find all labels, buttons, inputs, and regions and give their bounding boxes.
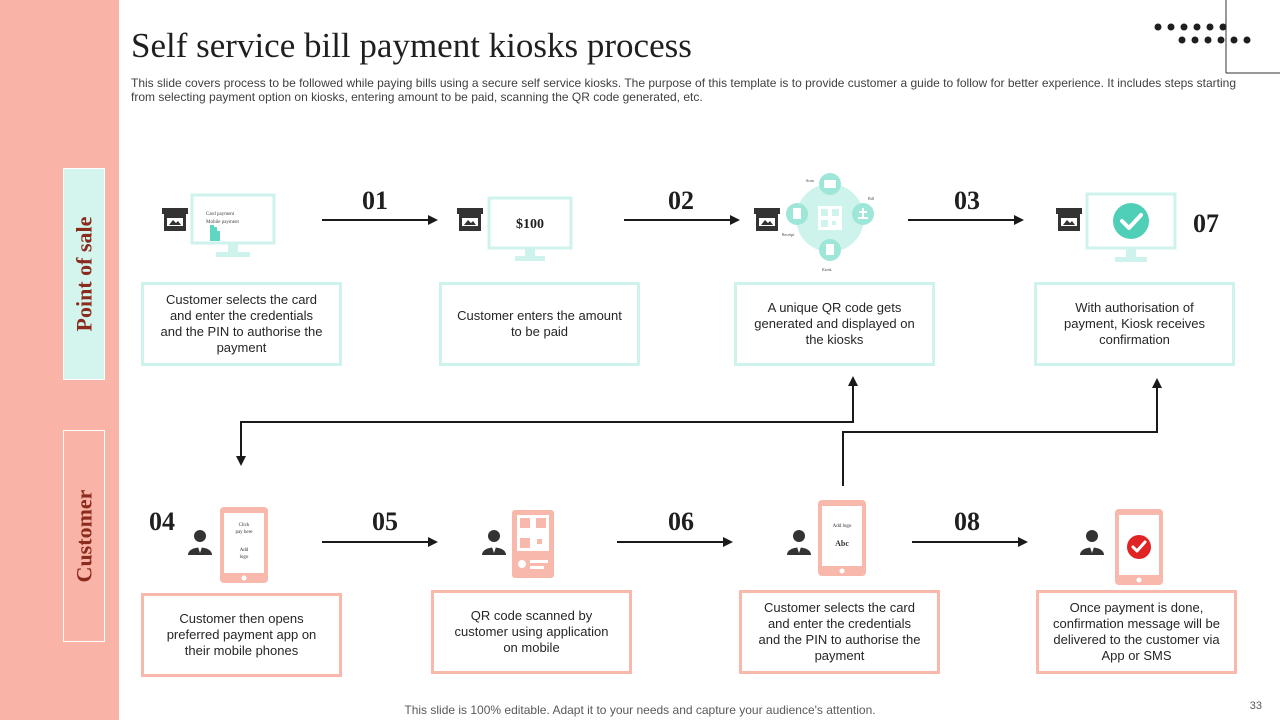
lane-label-customer: Customer: [63, 430, 105, 642]
mobile-payment-text: Mobile payment: [206, 220, 240, 225]
card-payment-text: Card payment: [206, 212, 235, 217]
step-number-01: 01: [362, 186, 388, 215]
customer-step-box-3: Customer selects the card and enter the …: [739, 590, 940, 674]
decorative-dots-icon: [1154, 0, 1280, 74]
mobile-app-phone-icon: Click pay here Add logo: [220, 507, 268, 583]
customer-step-box-2: QR code scanned by customer using applic…: [431, 590, 632, 674]
payment-app-phone-icon: Add logo Abc: [818, 500, 866, 576]
pos-step-box-4: With authorisation of payment, Kiosk rec…: [1034, 282, 1235, 366]
page-number: 33: [1249, 700, 1262, 712]
qr-scan-phone-icon: [512, 510, 554, 578]
step-number-05: 05: [372, 507, 398, 536]
phone1-line1: Click: [239, 523, 250, 528]
user-icon: [1080, 530, 1104, 555]
phone3-line1: Add logo: [833, 524, 852, 529]
kiosk-monitor-amount-icon: $100: [487, 196, 573, 261]
qr-bottom-text: Kiosk: [822, 267, 832, 272]
pos-step-box-3: A unique QR code gets generated and disp…: [734, 282, 935, 366]
kiosk-monitor-payment-option-icon: Card payment Mobile payment: [190, 193, 276, 257]
connector-cust3-to-pos4: [842, 378, 1162, 486]
qr-right-text: Bill: [868, 196, 875, 201]
customer-step-box-4: Once payment is done, confirmation messa…: [1036, 590, 1237, 674]
qr-code-cluster-icon: Scan Bill Receipt Kiosk: [782, 173, 875, 272]
user-icon: [188, 530, 212, 555]
connector-pos3-to-cust1: [236, 380, 854, 466]
amount-text: $100: [516, 217, 544, 232]
page-title: Self service bill payment kiosks process: [131, 26, 692, 65]
phone1-line4: logo: [240, 555, 249, 560]
store-icon: [1056, 208, 1082, 231]
step-number-03: 03: [954, 186, 980, 215]
phone1-line2: pay here: [235, 530, 253, 535]
confirmation-phone-icon: [1115, 509, 1163, 585]
store-icon: [457, 208, 483, 231]
step-number-06: 06: [668, 507, 694, 536]
pos-step-box-1: Customer selects the card and enter the …: [141, 282, 342, 366]
customer-step-box-1: Customer then opens preferred payment ap…: [141, 593, 342, 677]
store-icon: [162, 208, 188, 231]
step-number-04: 04: [149, 507, 175, 536]
step-number-02: 02: [668, 186, 694, 215]
footer-note: This slide is 100% editable. Adapt it to…: [404, 703, 876, 717]
lane-label-point-of-sale: Point of sale: [63, 168, 105, 380]
store-icon: [754, 208, 780, 231]
user-icon: [787, 530, 811, 555]
pos-step-box-2: Customer enters the amount to be paid: [439, 282, 640, 366]
kiosk-monitor-confirmation-icon: [1085, 192, 1177, 262]
step-number-07: 07: [1193, 209, 1219, 238]
user-icon: [482, 530, 506, 555]
page-description: This slide covers process to be followed…: [131, 76, 1236, 104]
qr-left-text: Receipt: [782, 232, 795, 237]
step-number-08: 08: [954, 507, 980, 536]
phone3-line2: Abc: [835, 539, 849, 548]
phone1-line3: Add: [240, 548, 249, 553]
qr-top-text: Scan: [806, 178, 814, 183]
